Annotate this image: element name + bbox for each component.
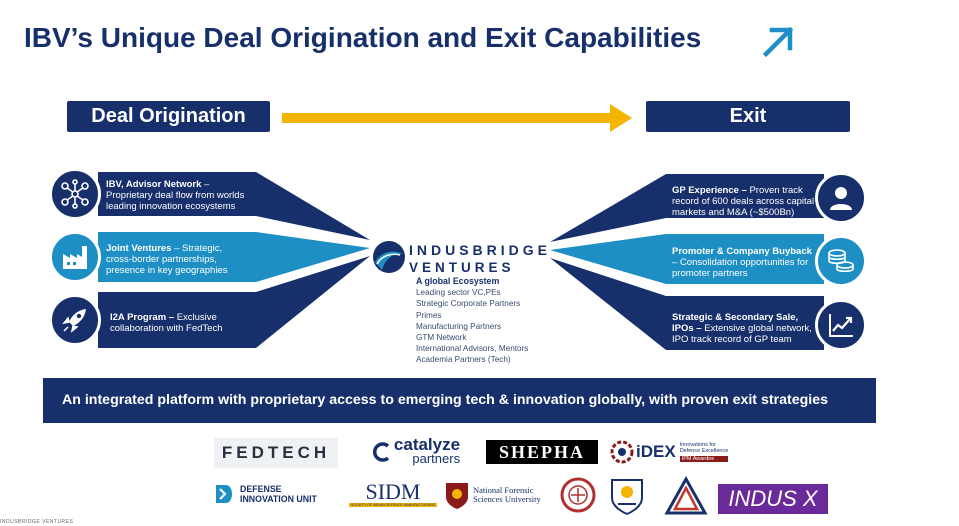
coins-icon [828, 249, 854, 273]
panel-bold: GP Experience – [672, 185, 747, 196]
panel-strategic-sale: Strategic & Secondary Sale, IPOs – Exten… [666, 306, 822, 356]
panel-bold: IBV, Advisor Network [106, 179, 202, 190]
page-title: IBV’s Unique Deal Origination and Exit C… [24, 22, 702, 53]
panel-text: Extensive global network, IPO track reco… [672, 323, 812, 345]
panel-i2a-program: I2A Program – Exclusive collaboration wi… [100, 306, 256, 346]
triangle-emblem-icon [664, 476, 708, 515]
rocket-icon-circle [49, 294, 101, 346]
logo-line2: VENTURES [409, 260, 515, 275]
sidm-text: SIDM [365, 479, 421, 504]
growth-chart-icon [829, 314, 853, 337]
fedtech-logo: FEDTECH [214, 438, 338, 468]
deal-origination-header: Deal Origination [67, 101, 270, 132]
network-icon-circle [49, 168, 101, 220]
panel-text: Proven track record of 600 deals across … [672, 185, 815, 218]
ecosystem-item: Leading sector VC,PEs [416, 288, 501, 298]
growth-chart-icon-circle [815, 299, 867, 351]
panel-promoter-buyback: Promoter & Company Buyback – Consolidati… [666, 240, 822, 290]
idex-sub1: Innovations for [679, 441, 716, 448]
exit-header: Exit [646, 101, 850, 132]
person-icon [830, 187, 852, 210]
logo-line1: INDUSBRIDGE [409, 242, 552, 258]
catalyze-logo: catalyze partners [350, 434, 480, 470]
diu-icon [216, 485, 232, 503]
nfsu-line1: National Forensic [473, 484, 534, 495]
catalyze-icon [372, 442, 390, 462]
university-seal-icon [560, 477, 596, 513]
network-icon [61, 179, 89, 209]
footer-text: INDUSBRIDGE VENTURES [0, 519, 74, 525]
panel-text: Exclusive collaboration with FedTech [110, 312, 223, 334]
panel-text: – Consolidation opportunities for promot… [672, 257, 809, 279]
indusbridge-logo-icon [373, 241, 405, 273]
factory-icon-circle [49, 231, 101, 283]
idex-emblem-icon [610, 440, 634, 464]
panel-text: – Proprietary deal flow from worlds lead… [106, 179, 245, 212]
ecosystem-item: Academia Partners (Tech) [416, 355, 511, 365]
nfsu-emblem-icon [446, 483, 468, 509]
diu-line2: INNOVATION UNIT [240, 494, 317, 504]
shepha-logo: SHEPHA [486, 440, 598, 464]
panel-text: – Strategic, cross-border partnerships, … [106, 243, 228, 276]
diu-logo: DEFENSE INNOVATION UNIT [214, 478, 342, 510]
panel-bold: I2A Program – [110, 312, 175, 323]
rocket-icon [62, 309, 86, 333]
panel-advisor-network: IBV, Advisor Network – Proprietary deal … [100, 173, 256, 217]
panel-joint-ventures: Joint Ventures – Strategic, cross-border… [100, 237, 256, 287]
sidm-sub: SOCIETY OF INDIAN DEFENCE MANUFACTURERS [348, 503, 438, 507]
ecosystem-item: GTM Network [416, 333, 467, 343]
indus-x-logo: INDUS X [718, 484, 828, 514]
idex-logo: iDEX Innovations for Defence Excellence … [610, 436, 736, 468]
panel-bold: Strategic & Secondary Sale, IPOs – [672, 312, 799, 334]
sidm-logo: SIDM SOCIETY OF INDIAN DEFENCE MANUFACTU… [348, 476, 438, 512]
catalyze-text: catalyze [393, 435, 461, 454]
panel-gp-experience: GP Experience – Proven track record of 6… [666, 179, 822, 223]
institute-crest-icon [611, 479, 643, 516]
idex-sub2: Defence Excellence [679, 448, 729, 455]
catalyze-sub: partners [412, 451, 461, 466]
arrow-up-right-icon [762, 26, 794, 58]
nfsu-line2: Sciences University [473, 494, 541, 504]
ecosystem-item: Manufacturing Partners [416, 321, 502, 331]
idex-sub3: IPM Awardee [679, 455, 729, 463]
idex-text: iDEX [636, 442, 676, 461]
coins-icon-circle [815, 235, 867, 287]
panel-bold: Promoter & Company Buyback [672, 246, 812, 257]
ecosystem-list: A global Ecosystem Leading sector VC,PEs… [416, 276, 528, 366]
ecosystem-title: A global Ecosystem [416, 276, 500, 286]
panel-bold: Joint Ventures [106, 243, 172, 254]
diu-line1: DEFENSE [240, 484, 282, 494]
funnel-shapes [98, 172, 824, 350]
platform-banner: An integrated platform with proprietary … [43, 378, 876, 423]
person-icon-circle [815, 172, 867, 224]
factory-icon [63, 246, 87, 269]
nfsu-logo: National Forensic Sciences University [444, 476, 552, 514]
ecosystem-item: International Advisors, Mentors [416, 344, 529, 354]
idex-subtext: Innovations for Defence Excellence IPM A… [679, 441, 729, 463]
ecosystem-item: Primes [416, 310, 442, 320]
ecosystem-item: Strategic Corporate Partners [416, 299, 521, 309]
flow-arrow-icon [282, 104, 632, 132]
